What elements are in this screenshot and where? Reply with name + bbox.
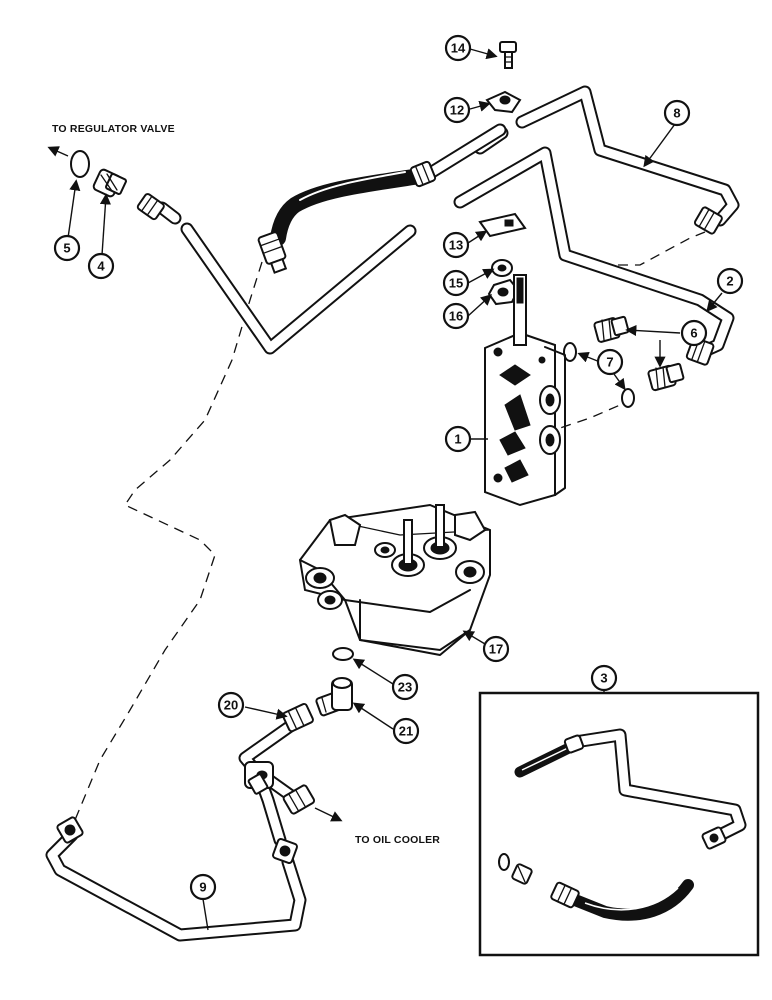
callout-2-label: 2: [726, 274, 733, 289]
callout-3: 3: [590, 664, 618, 692]
hose-assembly: [257, 123, 507, 274]
tube-20-assembly: [238, 703, 343, 847]
fitting-6-lower: [647, 362, 685, 392]
callout-5-label: 5: [63, 241, 70, 256]
callout-9: 9: [189, 873, 217, 901]
to-regulator-arrow: [47, 146, 69, 157]
callout-3-label: 3: [600, 671, 607, 686]
callout-12: 12: [443, 96, 471, 124]
callout-7-label: 7: [606, 355, 613, 370]
bolt-14: [499, 41, 517, 69]
callout-2: 2: [716, 267, 744, 295]
callout-21-label: 21: [399, 724, 413, 739]
callout-1: 1: [444, 425, 472, 453]
callout-14-label: 14: [451, 41, 466, 56]
callout-1-label: 1: [454, 432, 461, 447]
callout-13: 13: [442, 231, 470, 259]
plate-13: [478, 212, 527, 238]
callout-5: 5: [53, 234, 81, 262]
callout-17: 17: [482, 635, 510, 663]
callout-7: 7: [596, 348, 624, 376]
callout-6-label: 6: [690, 326, 697, 341]
callout-13-label: 13: [449, 238, 463, 253]
callout-20-label: 20: [224, 698, 238, 713]
inset-kit-3: [478, 691, 760, 957]
washer-15: [491, 259, 513, 277]
nut-16: [487, 278, 520, 306]
callout-12-label: 12: [450, 103, 464, 118]
adapter-fitting-4: [92, 168, 127, 198]
callout-16: 16: [442, 302, 470, 330]
regulator-tube: [136, 193, 417, 355]
o-ring-23: [332, 647, 354, 661]
callout-4: 4: [87, 252, 115, 280]
callout-23-label: 23: [398, 680, 412, 695]
callout-6: 6: [680, 319, 708, 347]
leader-lines: [67, 48, 723, 931]
callout-15: 15: [442, 269, 470, 297]
valve-plate-1: [484, 274, 566, 507]
callout-8-label: 8: [673, 106, 680, 121]
callout-23: 23: [391, 673, 419, 701]
o-ring-7-lower: [621, 388, 635, 408]
callout-17-label: 17: [489, 642, 503, 657]
callout-8: 8: [663, 99, 691, 127]
callout-4-label: 4: [97, 259, 105, 274]
callout-15-label: 15: [449, 276, 463, 291]
regulator-valve-label: TO REGULATOR VALVE: [52, 123, 175, 135]
callout-16-label: 16: [449, 309, 463, 324]
fitting-6-upper: [593, 315, 630, 343]
callout-14: 14: [444, 34, 472, 62]
o-ring-7-upper: [563, 342, 577, 362]
clip-12: [485, 90, 522, 114]
oil-cooler-label: TO OIL COOLER: [355, 834, 440, 846]
callout-9-label: 9: [199, 880, 206, 895]
elbow-fitting-21: [315, 677, 353, 717]
tube-9: [45, 816, 307, 942]
callout-20: 20: [217, 691, 245, 719]
callout-21: 21: [392, 717, 420, 745]
valve-body-17: [298, 503, 491, 656]
o-ring-5: [70, 150, 90, 178]
